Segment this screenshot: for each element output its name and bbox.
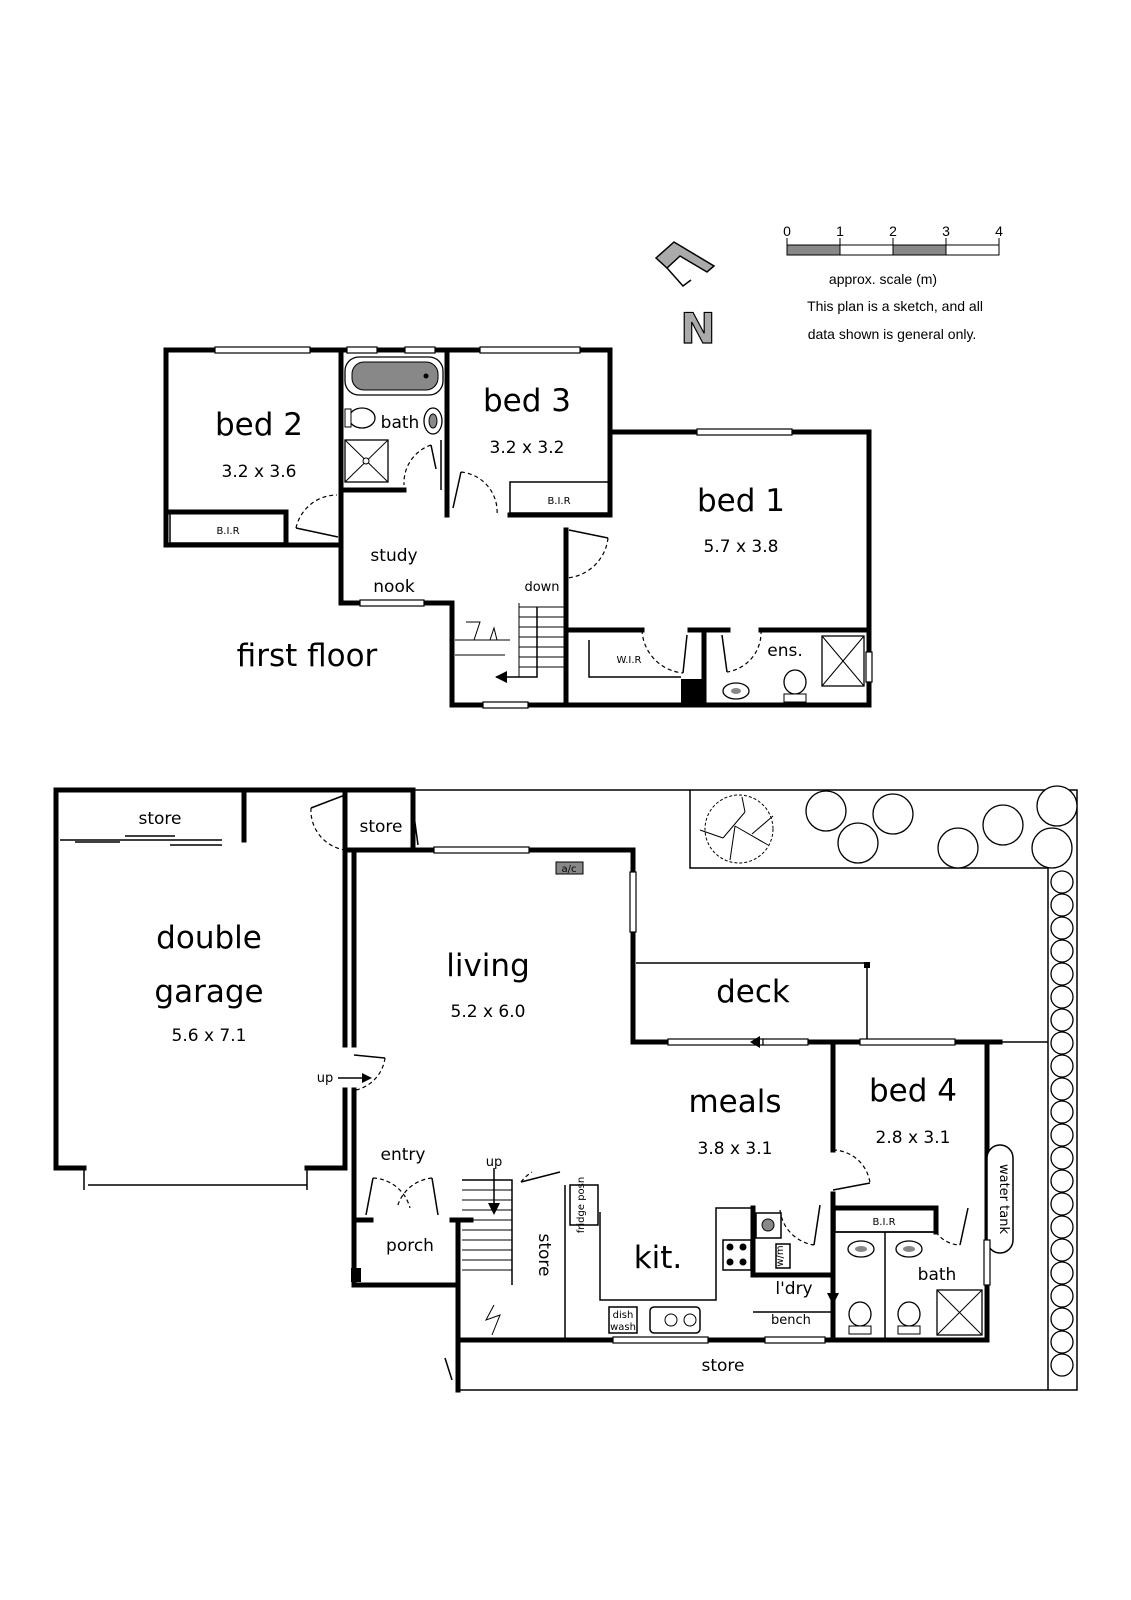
kitchen-label: kit. <box>634 1240 683 1276</box>
north-arrow-icon: N <box>654 241 716 354</box>
scale-tick-1: 1 <box>836 223 844 239</box>
north-letter: N <box>680 304 715 353</box>
bir-bed3-label: B.I.R <box>547 496 570 507</box>
disclaimer-line-2: data shown is general only. <box>808 326 977 342</box>
stairs-lower <box>462 1168 513 1336</box>
ground-floor-plan: B.I.R fridge posn w/m dish wash water ta… <box>53 785 1078 1393</box>
scale-tick-4: 4 <box>995 223 1003 239</box>
scale-bar: 0 1 2 3 4 approx. scale (m) This plan is… <box>783 223 1003 342</box>
first-floor-plan: B.I.R B.I.R W.I.R <box>163 346 873 709</box>
store-top-label: store <box>360 817 403 837</box>
bed1-label: bed 1 <box>697 483 785 519</box>
bed3-dims: 3.2 x 3.2 <box>490 438 565 458</box>
stair-store-label: store <box>534 1234 554 1277</box>
deck-label: deck <box>716 974 790 1010</box>
meals-dims: 3.8 x 3.1 <box>698 1139 773 1159</box>
bath-lower-label: bath <box>918 1265 957 1285</box>
wm-label-1: w/m <box>775 1245 786 1266</box>
meals-label: meals <box>688 1084 781 1120</box>
dishwash-label-2: wash <box>610 1322 636 1333</box>
first-floor-title: first floor <box>237 638 378 674</box>
bed4-dims: 2.8 x 3.1 <box>876 1128 951 1148</box>
scale-caption: approx. scale (m) <box>829 271 937 287</box>
garage-label-1: double <box>156 920 262 956</box>
ac-label: a/c <box>562 864 577 875</box>
bed1-dims: 5.7 x 3.8 <box>704 537 779 557</box>
bir-bed4-label: B.I.R <box>872 1217 895 1228</box>
up-stair-label: up <box>486 1155 503 1170</box>
ens-label: ens. <box>767 641 803 661</box>
laundry-label: l'dry <box>775 1279 812 1299</box>
water-tank-label: water tank <box>996 1164 1011 1234</box>
bed2-dims: 3.2 x 3.6 <box>222 462 297 482</box>
scale-tick-3: 3 <box>942 223 950 239</box>
bath-upper-label: bath <box>381 413 420 433</box>
stairs-upper <box>455 603 566 683</box>
garden-trees <box>699 785 1078 869</box>
bench-label: bench <box>771 1313 811 1328</box>
living-label: living <box>446 948 530 984</box>
garage-label-2: garage <box>154 974 263 1010</box>
wir-label: W.I.R <box>617 655 642 666</box>
bir-bed2-label: B.I.R <box>216 526 239 537</box>
garage-store-label: store <box>139 809 182 829</box>
fridge-label: fridge posn <box>576 1177 587 1233</box>
garage-dims: 5.6 x 7.1 <box>172 1026 247 1046</box>
dishwash-label-1: dish <box>613 1310 634 1321</box>
scale-tick-2: 2 <box>889 223 897 239</box>
up-garage-label: up <box>317 1071 334 1086</box>
disclaimer-line-1: This plan is a sketch, and all <box>807 298 983 314</box>
bed3-label: bed 3 <box>483 383 571 419</box>
scale-tick-0: 0 <box>783 223 791 239</box>
down-label: down <box>524 580 559 595</box>
bed2-label: bed 2 <box>215 407 303 443</box>
study-label-2: nook <box>373 577 415 597</box>
porch-label: porch <box>386 1236 434 1256</box>
study-label-1: study <box>370 546 417 566</box>
hedge <box>1050 870 1074 1377</box>
living-dims: 5.2 x 6.0 <box>451 1002 526 1022</box>
entry-label: entry <box>381 1145 426 1165</box>
bed4-label: bed 4 <box>869 1073 957 1109</box>
store-bottom-label: store <box>702 1356 745 1376</box>
